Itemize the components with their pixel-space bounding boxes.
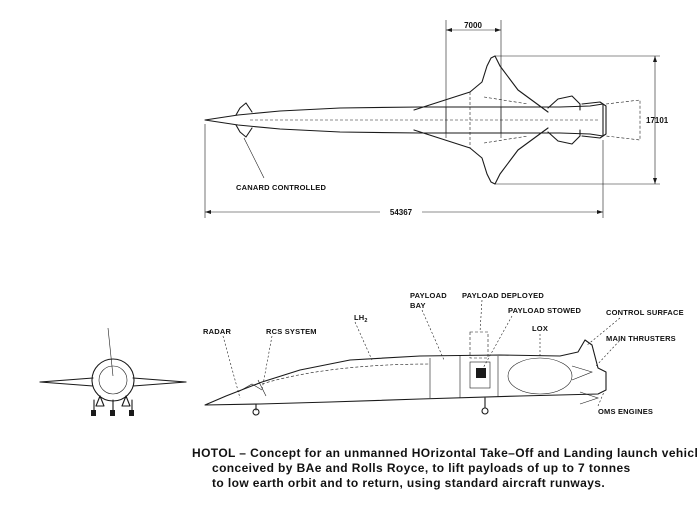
- side-fuselage: [204, 339, 607, 406]
- upper-engine-pod: [547, 95, 581, 111]
- lox-label: LOX: [532, 324, 548, 333]
- payload-bay-label-line2: BAY: [410, 301, 426, 310]
- payload-deployed-label: PAYLOAD DEPLOYED: [462, 291, 544, 300]
- lh2-label: LH2: [354, 313, 368, 324]
- overall-length-label: 54367: [390, 208, 413, 217]
- radar-label: RADAR: [203, 327, 231, 336]
- span-dimension: 17101: [495, 55, 669, 185]
- upper-canard: [235, 102, 253, 116]
- front-landing-gear: [91, 399, 134, 416]
- overall-length-dimension: 54367: [204, 124, 604, 218]
- control-surface-label: CONTROL SURFACE: [606, 308, 684, 317]
- nose-gear: [252, 408, 260, 416]
- payload-bay-label-line1: PAYLOAD: [410, 291, 447, 300]
- payload-bay-length-label: 7000: [464, 21, 482, 30]
- side-view: RADAR RCS SYSTEM LH2 PAYLOAD BAY PAYLOAD…: [203, 291, 684, 416]
- engine-nozzle: [581, 101, 607, 139]
- lower-wing: [413, 127, 549, 185]
- oms-engines-label: OMS ENGINES: [598, 407, 653, 416]
- lox-tank: [507, 357, 573, 395]
- front-fuselage: [91, 358, 135, 402]
- caption-line-2: conceived by BAe and Rolls Royce, to lif…: [212, 461, 631, 475]
- plan-fuselage: [204, 103, 604, 137]
- payload-stowed-label: PAYLOAD STOWED: [508, 306, 581, 315]
- caption-line-3: to low earth orbit and to return, using …: [212, 476, 605, 490]
- main-thrusters-label: MAIN THRUSTERS: [606, 334, 676, 343]
- caption-line-1: HOTOL – Concept for an unmanned HOrizont…: [192, 446, 698, 460]
- lower-canard: [235, 124, 253, 138]
- payload-bay-dimension: 7000: [445, 20, 502, 138]
- upper-wing: [413, 55, 549, 113]
- canard-controlled-label: CANARD CONTROLLED: [236, 183, 326, 192]
- front-wings: [39, 377, 187, 383]
- lower-engine-pod: [547, 129, 581, 145]
- span-label: 17101: [646, 116, 669, 125]
- main-gear: [481, 407, 489, 415]
- plan-view: 7000 17101: [204, 20, 669, 218]
- front-view: [39, 327, 187, 416]
- caption: HOTOL – Concept for an unmanned HOrizont…: [192, 446, 698, 490]
- rcs-system-label: RCS SYSTEM: [266, 327, 317, 336]
- payload-deployed-outline: [469, 331, 489, 359]
